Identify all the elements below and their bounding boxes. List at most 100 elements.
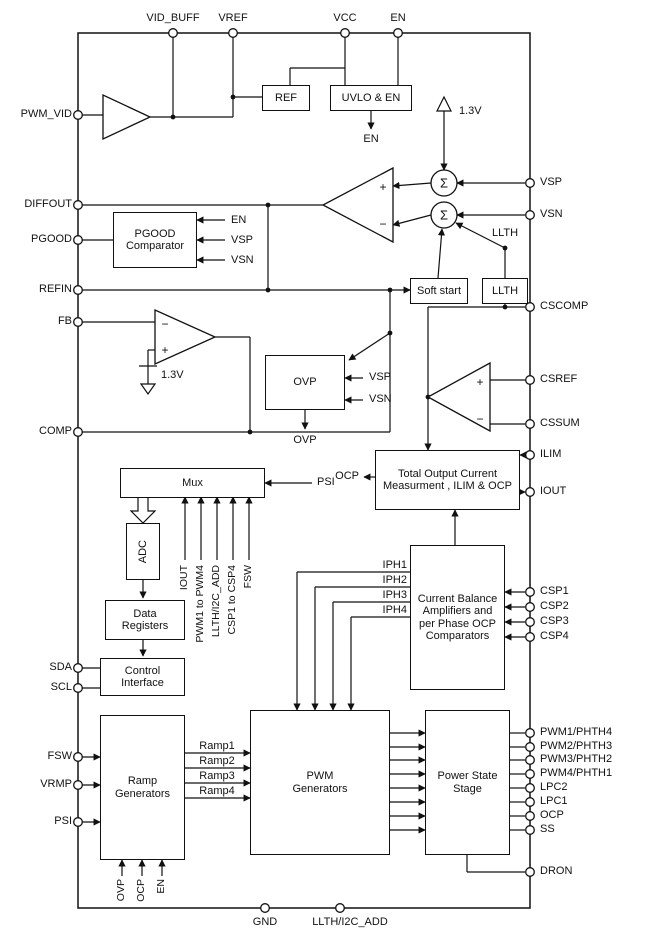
sigma-2-glyph: Σ [440,208,448,223]
pin [525,487,535,497]
supply-1v3-symbol [436,95,452,112]
pin-label-pwm3: PWM3/PHTH2 [540,753,613,765]
block-adc-label: ADC [136,539,149,564]
signal-mux-in-fsw: FSW [242,565,254,589]
block-pgood-comparator: PGOOD Comparator [113,212,197,268]
pin [73,780,83,790]
pin-label-scl: SCL [50,681,72,693]
pin [525,797,535,807]
block-uvlo-en: UVLO & EN [330,85,412,111]
pin [73,200,83,210]
pin-label-csp1: CSP1 [540,585,569,597]
pin-label-pwm4: PWM4/PHTH1 [540,767,613,779]
pin [525,728,535,738]
pin-label-pwm1: PWM1/PHTH4 [540,726,613,738]
pin-circles [73,28,535,913]
pin-label-pwm-vid: PWM_VID [20,108,72,120]
pin-label-csp2: CSP2 [540,600,569,612]
block-soft-start: Soft start [410,278,468,304]
pin-label-csref: CSREF [540,373,578,385]
signal-ovp-out: OVP [293,434,317,446]
signal-ramp-in-ocp: OCP [135,879,147,902]
pin-label-csp3: CSP3 [540,615,569,627]
signal-ocp-out: OCP [335,470,359,482]
block-llth-label: LLTH [491,284,519,297]
diff-amp-minus: − [379,217,386,231]
block-ovp-label: OVP [293,376,317,389]
pin-label-pgood: PGOOD [31,233,72,245]
signal-1v3-fb: 1.3V [161,369,184,381]
pin [73,663,83,673]
pin [73,317,83,327]
pin-label-ss: SS [540,823,555,835]
signal-pgood-in-en: EN [231,214,247,226]
pin-label-gnd: GND [252,916,278,928]
signal-pgood-in-vsn: VSN [231,254,254,266]
block-control-interface-label: Control Interface [121,664,164,690]
block-ovp: OVP [265,355,345,410]
pin [525,419,535,429]
pin [525,210,535,220]
pin-label-ocp: OCP [540,809,564,821]
pin [335,903,345,913]
block-ref: REF [262,85,310,111]
error-amp-minus: − [161,317,168,331]
block-adc: ADC [126,523,160,580]
error-amp-plus: + [161,343,168,357]
block-pgood-label: PGOOD Comparator [125,227,185,253]
pin [73,752,83,762]
pin-label-iout: IOUT [540,485,567,497]
signal-iph2: IPH2 [382,574,407,586]
signal-ovp-in-vsp: VSP [369,371,392,383]
pin-label-lpc1: LPC1 [540,795,568,807]
signal-ramp-in-en: EN [155,879,167,894]
signal-ovp-in-vsn: VSN [369,393,392,405]
pin [525,783,535,793]
pin-label-vsp: VSP [540,176,563,188]
pin-label-vref: VREF [218,12,248,24]
pin-label-refin: REFIN [39,283,72,295]
pin [73,235,83,245]
block-ramp-generators: Ramp Generators [100,715,185,860]
signal-ramp1: Ramp1 [199,740,235,752]
pin [73,110,83,120]
block-uvlo-en-label: UVLO & EN [341,91,401,104]
pin-label-en: EN [390,12,406,24]
signal-mux-in-csp: CSP1 to CSP4 [226,565,238,635]
signal-psi-in: PSI [317,476,335,488]
pin [525,867,535,877]
block-total-current: Total Output Current Measurment , ILIM &… [375,450,520,510]
pin-label-csp4: CSP4 [540,630,569,642]
block-current-balance-label: Current Balance Amplifiers and per Phase… [417,592,498,643]
block-soft-start-label: Soft start [416,284,462,297]
signal-1v3-top: 1.3V [459,105,482,117]
pin [525,178,535,188]
block-data-registers-label: Data Registers [121,607,169,633]
block-power-state-stage-label: Power State Stage [437,770,498,795]
pin-label-cscomp: CSCOMP [540,300,589,312]
vid-buffer-triangle [102,93,152,141]
mux-adc-bus-arrow [129,496,157,524]
pin [525,587,535,597]
pin [73,285,83,295]
signal-ramp4: Ramp4 [199,785,235,797]
signal-ramp3: Ramp3 [199,770,235,782]
wires [78,33,527,876]
pin [525,811,535,821]
block-mux-label: Mux [182,476,203,489]
signal-mux-in-pwm: PWM1 to PWM4 [194,565,206,643]
signal-en-out: EN [363,133,379,145]
pin-label-vsn: VSN [540,208,563,220]
summing-node-1 [430,169,458,197]
pin [525,755,535,765]
signal-iph3: IPH3 [382,589,407,601]
cs-amp-plus: + [476,375,483,389]
block-power-state-stage: Power State Stage [425,710,510,855]
pin [525,632,535,642]
pin [73,427,83,437]
pin-label-vid-buff: VID_BUFF [146,12,200,24]
pin [340,28,350,38]
error-amp-triangle [154,308,217,366]
